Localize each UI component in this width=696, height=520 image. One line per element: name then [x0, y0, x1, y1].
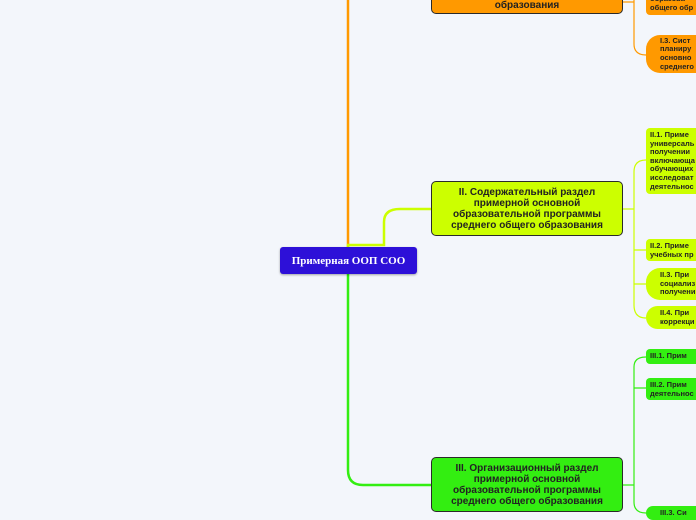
branch-node-label: II. Содержательный раздел примерной осно…	[451, 186, 603, 231]
connector-b2-leaves	[623, 159, 647, 319]
branch-node-label: III. Организационный раздел примерной ос…	[451, 462, 603, 507]
leaf-node-2-1[interactable]: II.1. Приме универсаль получении включаю…	[646, 128, 696, 194]
leaf-node-3-3[interactable]: III.3. Си	[646, 506, 696, 520]
branch-node-section-1[interactable]: образования	[431, 0, 623, 14]
connector-root-b3	[346, 274, 431, 487]
branch-node-section-2[interactable]: II. Содержательный раздел примерной осно…	[431, 181, 623, 236]
connector-root-b2	[346, 207, 431, 247]
leaf-node-2-3[interactable]: II.3. При социализ получени	[646, 268, 696, 300]
leaf-node-1-2[interactable]: образова общего обр	[646, 0, 696, 15]
branch-node-label: образования	[494, 0, 560, 11]
root-node[interactable]: Примерная ООП СОО	[280, 247, 417, 274]
leaf-node-1-3[interactable]: I.3. Сист планиру основно среднего	[646, 35, 696, 73]
leaf-node-2-4[interactable]: II.4. При коррекци	[646, 306, 696, 329]
connector-b1-leaves	[623, 0, 647, 56]
leaf-node-3-1[interactable]: III.1. Прим	[646, 349, 696, 364]
branch-node-section-3[interactable]: III. Организационный раздел примерной ос…	[431, 457, 623, 512]
connector-b3-leaves	[623, 356, 647, 514]
leaf-node-2-2[interactable]: II.2. Приме учебных пр	[646, 239, 696, 261]
leaf-node-3-2[interactable]: III.2. Прим деятельнос	[646, 378, 696, 400]
